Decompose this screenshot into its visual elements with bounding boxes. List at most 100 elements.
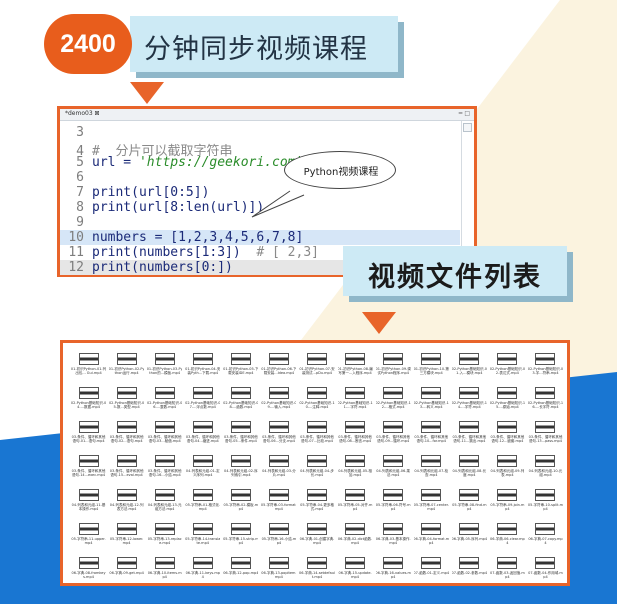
video-file-item[interactable]: 01-初识Python-10-第三方模块.mp4 (414, 353, 449, 385)
video-file-item[interactable]: 05-字符串-10-split.mp4 (528, 489, 563, 521)
video-file-item[interactable]: 04-列表和元组-02-序列索引.mp4 (223, 455, 258, 487)
video-file-item[interactable]: 02-Python基础知识-04-...数据.mp4 (71, 387, 106, 419)
video-file-item[interactable]: 06-字典-03-基本操作.mp4 (376, 523, 411, 555)
video-file-item[interactable]: 06-字典-15-update.mp4 (338, 557, 373, 589)
video-file-item[interactable]: 02-Python基础知识-05-数...类型.mp4 (109, 387, 144, 419)
video-file-item[interactable]: 04-列表和元组-10-元组.mp4 (528, 455, 563, 487)
video-file-item[interactable]: 02-Python基础知识-15-...原始.mp4 (490, 387, 525, 419)
video-file-item[interactable]: 06-字典-08-fromkeys.mp4 (71, 557, 106, 589)
video-file-item[interactable]: 06-字典-01-创建字典.mp4 (299, 523, 334, 555)
video-file-item[interactable]: 05-字符串-13-replace.mp4 (147, 523, 182, 555)
video-file-item[interactable]: 03-条件、循环和其他语句-12...嵌套.mp4 (490, 421, 525, 453)
video-file-item[interactable]: 02-Python基础知识-16-...长字符.mp4 (528, 387, 563, 419)
video-file-item[interactable]: 04-列表和元组-01-定义序列.mp4 (185, 455, 220, 487)
video-file-item[interactable]: 06-字典-06-clear.mp4 (490, 523, 525, 555)
video-file-item[interactable]: 02-Python基础知识-11-...字符.mp4 (338, 387, 373, 419)
video-file-item[interactable]: 02-Python基础知识-10-...注释.mp4 (299, 387, 335, 419)
video-file-item[interactable]: 06-字典-04-format.mp4 (414, 523, 449, 555)
video-file-item[interactable]: 06-字典-14-setdefault.mp4 (299, 557, 335, 589)
video-file-item[interactable]: 03-条件、循环和其他语句-07...比较.mp4 (299, 421, 334, 453)
video-file-item[interactable]: 05-字符串-15-strip.mp4 (223, 523, 258, 555)
video-file-item[interactable]: 02-Python基础知识-14-...字符.mp4 (452, 387, 487, 419)
video-file-item[interactable]: 01-初识Python-03-Python的...模板.mp4 (147, 353, 182, 385)
video-file-item[interactable]: 04-列表和元组-07-检查.mp4 (414, 455, 449, 487)
video-file-item[interactable]: 02-Python基础知识-09-...输入.mp4 (261, 387, 296, 419)
editor-tab[interactable]: *demo03 ⊠ (65, 110, 100, 117)
video-file-item[interactable]: 01-初识Python-09-调试Python程序.mp4 (376, 353, 411, 385)
video-file-item[interactable]: 07-函数-01-定义.mp4 (414, 557, 449, 589)
video-file-item[interactable]: 02-Python基础知识-01-入...模块.mp4 (452, 353, 487, 385)
video-file-item[interactable]: 04-列表和元组-06-乘法.mp4 (376, 455, 411, 487)
video-file-item[interactable]: 04-列表和元组-13-元组方法.mp4 (147, 489, 182, 521)
video-thumbnail-icon (154, 421, 175, 433)
file-name: 07-函数-04-作用域.mp4 (528, 571, 563, 580)
video-file-item[interactable]: 05-字符串-07-center.mp4 (414, 489, 449, 521)
video-file-item[interactable]: 03-条件、循环和其他语句-04...缩进.mp4 (185, 421, 220, 453)
video-file-item[interactable]: 05-字符串-16-小结.mp4 (261, 523, 296, 555)
video-file-item[interactable]: 04-列表和元组-11-基本操作.mp4 (71, 489, 106, 521)
file-name: 01-初识Python-03-Python的...模板.mp4 (147, 367, 183, 376)
video-file-item[interactable]: 03-条件、循环和其他语句-02...语句.mp4 (109, 421, 144, 453)
video-file-item[interactable]: 07-函数-02-参数.mp4 (452, 557, 487, 589)
video-file-item[interactable]: 03-条件、循环和其他语句-09...循环.mp4 (376, 421, 411, 453)
video-file-item[interactable]: 07-函数-03-返回值.mp4 (490, 557, 525, 589)
video-file-item[interactable]: 02-Python基础知识-07-...浮点数.mp4 (185, 387, 220, 419)
video-file-item[interactable]: 02-Python基础知识-08-...函数.mp4 (223, 387, 258, 419)
window-controls[interactable]: ━ □ (458, 110, 470, 117)
video-file-item[interactable]: 06-字典-05-序列.mp4 (452, 523, 487, 555)
video-file-item[interactable]: 05-字符串-09-join.mp4 (490, 489, 525, 521)
video-file-item[interactable]: 04-列表和元组-08-长度.mp4 (452, 455, 487, 487)
video-file-item[interactable]: 02-Python基础知识-06-...整数.mp4 (147, 387, 182, 419)
video-file-item[interactable]: 03-条件、循环和其他语句-15...eval.mp4 (109, 455, 144, 487)
video-thumbnail-icon (421, 421, 442, 433)
video-file-item[interactable]: 03-条件、循环和其他语句-10...for.mp4 (414, 421, 449, 453)
video-file-item[interactable]: 03-条件、循环和其他语句-06...分支.mp4 (261, 421, 296, 453)
video-file-item[interactable]: 05-字符串-01-格式化.mp4 (185, 489, 220, 521)
video-file-item[interactable]: 06-字典-11-keys.mp4 (185, 557, 220, 589)
video-file-item[interactable]: 06-字典-16-values.mp4 (376, 557, 411, 589)
video-file-item[interactable]: 03-条件、循环和其他语句-05...条件.mp4 (223, 421, 258, 453)
video-file-item[interactable]: 04-列表和元组-03-分片.mp4 (261, 455, 296, 487)
video-file-item[interactable]: 03-条件、循环和其他语句-01...语句.mp4 (71, 421, 106, 453)
video-file-item[interactable]: 03-条件、循环和其他语句-16...小结.mp4 (147, 455, 182, 487)
video-file-item[interactable]: 05-字符串-02-模板.mp4 (223, 489, 258, 521)
video-file-item[interactable]: 05-字符串-04-更多格式.mp4 (299, 489, 334, 521)
video-file-item[interactable]: 03-条件、循环和其他语句-11...跳出.mp4 (452, 421, 487, 453)
video-file-item[interactable]: 04-列表和元组-12-列表方法.mp4 (109, 489, 144, 521)
video-file-item[interactable]: 05-字符串-05-对齐.mp4 (338, 489, 373, 521)
video-file-item[interactable]: 03-条件、循环和其他语句-03...赋值.mp4 (147, 421, 182, 453)
video-file-item[interactable]: 05-字符串-11-upper.mp4 (71, 523, 106, 555)
video-file-item[interactable]: 04-列表和元组-09-列表.mp4 (490, 455, 525, 487)
video-file-item[interactable]: 07-函数-04-作用域.mp4 (528, 557, 563, 589)
video-file-item[interactable]: 04-列表和元组-05-相加.mp4 (338, 455, 373, 487)
video-file-item[interactable]: 03-条件、循环和其他语句-08...断言.mp4 (338, 421, 373, 453)
video-file-item[interactable]: 05-字符串-12-lower.mp4 (109, 523, 144, 555)
video-thumbnail-icon (535, 421, 556, 433)
video-file-item[interactable]: 06-字典-02-dict函数.mp4 (338, 523, 373, 555)
video-file-item[interactable]: 01-初识Python-05-下载安装IDE.mp4 (223, 353, 258, 385)
video-file-item[interactable]: 06-字典-07-copy.mp4 (528, 523, 563, 555)
video-file-item[interactable]: 02-Python基础知识-13-...转义.mp4 (414, 387, 449, 419)
video-file-item[interactable]: 02-Python基础知识-03-字...符串.mp4 (528, 353, 563, 385)
video-file-item[interactable]: 06-字典-13-popitem.mp4 (261, 557, 296, 589)
video-file-item[interactable]: 01-初识Python-02-Python运行.mp4 (109, 353, 144, 385)
video-file-item[interactable]: 02-Python基础知识-02-表达式.mp4 (490, 353, 525, 385)
video-file-item[interactable]: 03-条件、循环和其他语句-13...pass.mp4 (528, 421, 563, 453)
video-file-item[interactable]: 01-初识Python-04-安装Pyth...下载.mp4 (185, 353, 220, 385)
video-file-item[interactable]: 06-字典-09-get.mp4 (109, 557, 144, 589)
video-file-item[interactable]: 01-初识Python-07-安装测试...pDu.mp4 (299, 353, 335, 385)
video-file-item[interactable]: 05-字符串-06-符号.mp4 (376, 489, 411, 521)
video-file-item[interactable]: 01-初识Python-08-编写第一...入程序.mp4 (338, 353, 373, 385)
video-file-item[interactable]: 05-字符串-08-find.mp4 (452, 489, 487, 521)
video-file-item[interactable]: 04-列表和元组-04-步长.mp4 (299, 455, 334, 487)
video-file-item[interactable]: 01-初识Python-01-列出包... Gui.mp4 (71, 353, 106, 385)
video-file-item[interactable]: 05-字符串-14-translate.mp4 (185, 523, 220, 555)
video-file-item[interactable]: 06-字典-12-pop.mp4 (223, 557, 258, 589)
video-thumbnail-icon (192, 455, 213, 467)
video-file-item[interactable]: 06-字典-10-items.mp4 (147, 557, 182, 589)
video-file-item[interactable]: 03-条件、循环和其他语句-14...exec.mp4 (71, 455, 106, 487)
video-file-item[interactable]: 02-Python基础知识-12-...格式.mp4 (376, 387, 411, 419)
video-file-item[interactable]: 01-初识Python-06-下载安装...Idea.mp4 (261, 353, 296, 385)
video-thumbnail-icon (345, 557, 366, 569)
video-file-item[interactable]: 05-字符串-03-format.mp4 (261, 489, 296, 521)
